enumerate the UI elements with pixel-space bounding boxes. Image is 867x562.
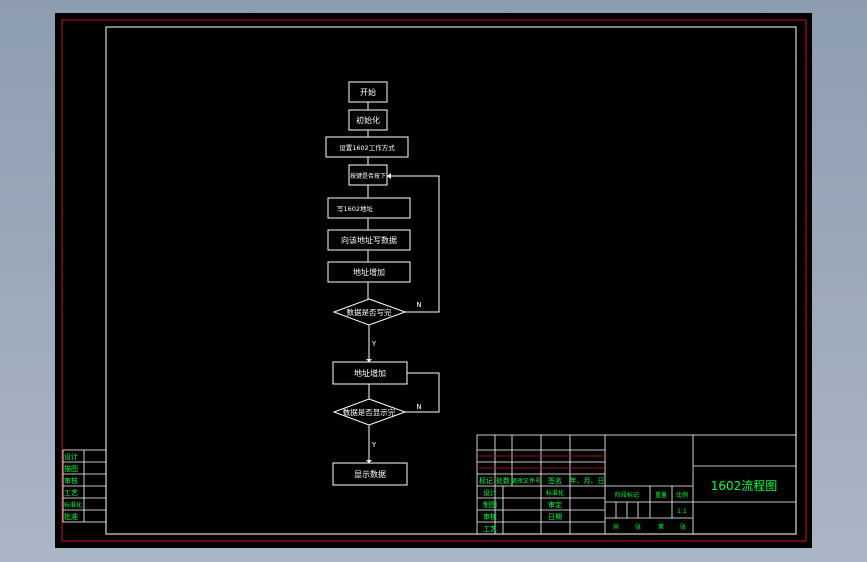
header-mark: 标记 — [479, 476, 493, 485]
label-design: 设计 — [483, 488, 497, 497]
label-review: 审核 — [483, 512, 497, 521]
side-label: 设计 — [64, 452, 78, 461]
edge-no-loop — [387, 175, 440, 313]
label-show: 显示数据 — [354, 469, 386, 479]
arrowhead — [366, 460, 372, 463]
side-block-labels: 设计 描图 审核 工艺 标准化 批准 — [64, 452, 82, 521]
drawing-title: 1602流程图 — [711, 478, 778, 493]
outer-frame — [61, 19, 807, 542]
side-label: 描图 — [64, 464, 78, 473]
label-scale: 比例 — [676, 491, 688, 499]
label-judge-show: 数据是否显示完 — [343, 407, 396, 417]
header-sign: 签名 — [548, 476, 562, 485]
label-addr-inc2: 地址增加 — [354, 368, 386, 378]
label-sheet2: 张 — [680, 523, 686, 531]
label-check-press: 按键是否按下 — [350, 172, 386, 180]
node-addr-inc — [327, 261, 411, 283]
arrowheads — [366, 173, 391, 463]
label-stage: 阶段标记 — [615, 491, 639, 499]
label-no-1: N — [416, 301, 421, 309]
label-init: 初始化 — [356, 115, 380, 125]
scale-value: 1:1 — [677, 508, 687, 515]
node-write-addr — [327, 197, 411, 219]
label-start: 开始 — [360, 87, 376, 97]
label-yes-1: Y — [371, 340, 377, 348]
edge-no-loop2 — [405, 372, 440, 413]
inner-frame — [105, 26, 797, 535]
side-label: 审核 — [64, 476, 78, 485]
side-label: 批准 — [64, 512, 78, 521]
label-no: 第 — [658, 523, 664, 531]
flowchart-labels: 开始 初始化 设置1602工作方式 按键是否按下 写1602地址 向该地址写数据… — [337, 87, 422, 479]
drawing-canvas — [55, 13, 812, 548]
label-addr-inc: 地址增加 — [353, 267, 385, 277]
label-drawing: 制图 — [483, 500, 497, 509]
label-write-addr: 写1602地址 — [337, 204, 374, 213]
node-write-data — [327, 229, 411, 251]
side-label: 工艺 — [64, 489, 78, 497]
label-weight: 重量 — [655, 491, 667, 499]
label-no-2: N — [416, 403, 421, 411]
title-block — [476, 434, 797, 535]
side-label: 标准化 — [64, 501, 82, 509]
title-block-labels: 标记 处数 更改文件号 签名 年、月、日 设计 制图 审核 工艺 标准化 审定 … — [479, 476, 777, 533]
label-process: 工艺 — [483, 525, 497, 533]
label-approve: 审定 — [548, 500, 562, 509]
label-sheet: 张 — [635, 523, 641, 531]
arrowhead — [387, 173, 391, 179]
label-total: 共 — [613, 523, 619, 531]
arrowhead — [366, 359, 372, 362]
label-date: 日期 — [548, 513, 562, 521]
label-judge-write: 数据是否写完 — [347, 307, 392, 317]
header-change-doc: 更改文件号 — [511, 477, 541, 485]
flowchart — [325, 81, 440, 486]
header-date: 年、月、日 — [570, 476, 605, 485]
node-set-1602 — [325, 136, 409, 158]
label-write-data: 向该地址写数据 — [341, 235, 397, 245]
title-block-red-lines — [477, 455, 605, 469]
label-set-1602: 设置1602工作方式 — [339, 143, 395, 152]
label-standard: 标准化 — [546, 489, 564, 497]
label-yes-2: Y — [371, 441, 377, 449]
header-count: 处数 — [496, 476, 510, 485]
node-show — [332, 462, 408, 486]
side-block — [62, 449, 107, 523]
